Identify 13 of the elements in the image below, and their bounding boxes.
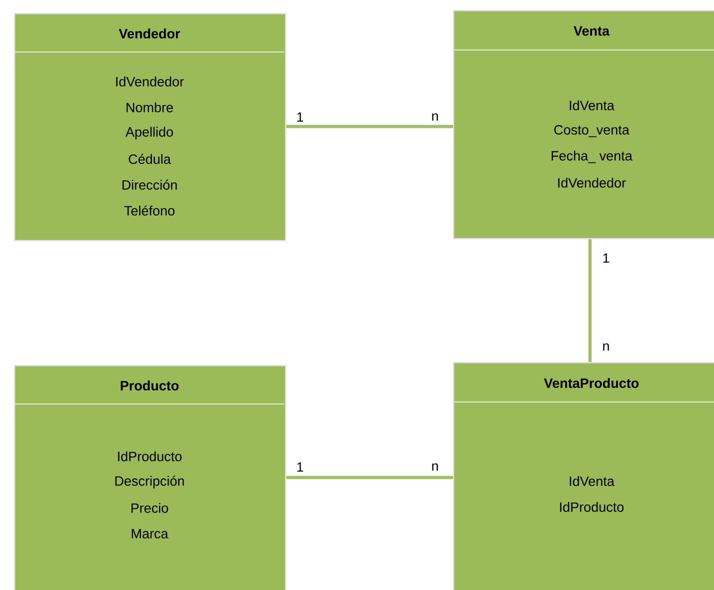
- entity-box: Vendedor IdVendedor Nombre Apellido Cédula Dirección Teléfono: [14, 13, 286, 242]
- connector-line: [286, 476, 453, 480]
- cardinality-label: 1: [603, 253, 610, 263]
- entity-box: Venta IdVenta Costo_venta Fecha_ venta IdVendedor: [453, 10, 714, 240]
- cardinality-label: 1: [297, 462, 304, 472]
- entity-box: VentaProducto IdVenta IdProducto: [453, 362, 714, 590]
- connector-line: [588, 239, 592, 362]
- cardinality-label: n: [432, 113, 438, 121]
- connector-line: [286, 124, 453, 128]
- cardinality-label: n: [432, 463, 438, 471]
- entity-box: Producto IdProducto Descripción Precio Marca: [14, 365, 286, 590]
- cardinality-label: n: [603, 343, 609, 351]
- cardinality-label: 1: [297, 112, 304, 122]
